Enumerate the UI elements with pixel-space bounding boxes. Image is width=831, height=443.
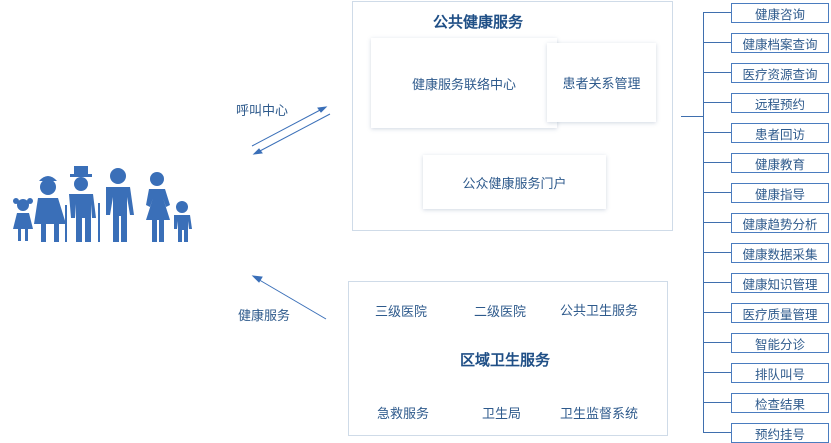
call-center-arrows [251, 106, 331, 155]
portal-card: 公众健康服务门户 [423, 155, 606, 209]
health-service-label: 健康服务 [238, 309, 291, 324]
service-item: 健康数据采集 [731, 243, 829, 263]
regional-health-title: 区域卫生服务 [460, 351, 551, 369]
service-item: 健康档案查询 [731, 33, 829, 53]
regional-item: 三级医院 [375, 305, 428, 320]
service-item: 健康咨询 [731, 3, 829, 23]
services-bracket [703, 12, 704, 433]
service-item: 检查结果 [731, 393, 829, 413]
call-center-label: 呼叫中心 [236, 104, 289, 119]
service-item: 患者回访 [731, 123, 829, 143]
connector-line [681, 116, 704, 117]
service-item: 预约挂号 [731, 423, 829, 443]
regional-item: 急救服务 [377, 407, 430, 422]
service-item: 健康知识管理 [731, 273, 829, 293]
service-item: 健康教育 [731, 153, 829, 173]
service-item: 远程预约 [731, 93, 829, 113]
service-item: 医疗资源查询 [731, 63, 829, 83]
regional-item: 二级医院 [474, 305, 527, 320]
service-item: 健康趋势分析 [731, 213, 829, 233]
regional-item: 公共卫生服务 [560, 304, 639, 319]
service-item: 医疗质量管理 [731, 303, 829, 323]
service-item: 健康指导 [731, 183, 829, 203]
regional-item: 卫生局 [482, 407, 522, 422]
liaison-center-card: 健康服务联络中心 [371, 38, 557, 128]
public-health-title: 公共健康服务 [433, 13, 524, 31]
service-item: 智能分诊 [731, 333, 829, 353]
public-health-panel: 公共健康服务 健康服务联络中心 患者关系管理 公众健康服务门户 [352, 1, 673, 231]
regional-item: 卫生监督系统 [560, 407, 639, 422]
health-service-arrow [251, 275, 327, 320]
service-item: 排队叫号 [731, 363, 829, 383]
family-icon [13, 166, 192, 242]
regional-health-panel: 三级医院 二级医院 公共卫生服务 区域卫生服务 急救服务 卫生局 卫生监督系统 [348, 281, 668, 436]
patient-relations-card: 患者关系管理 [547, 43, 656, 122]
